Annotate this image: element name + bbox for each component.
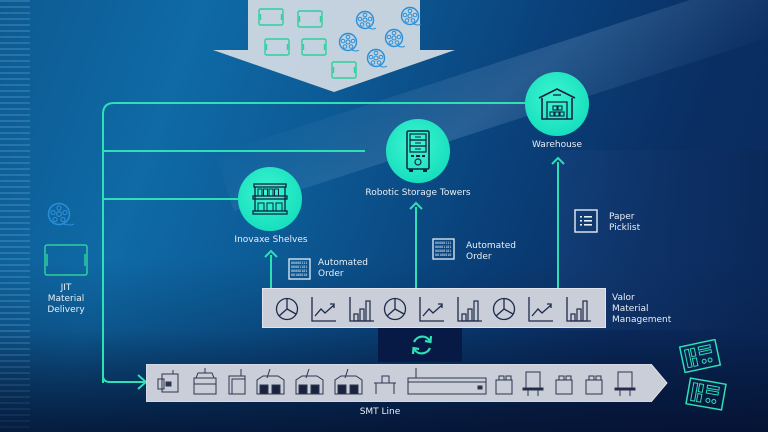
pcb-icon bbox=[678, 339, 722, 373]
bar-chart-icon bbox=[349, 297, 374, 322]
bar-chart-icon bbox=[457, 297, 482, 322]
arrow-up-icon bbox=[409, 201, 423, 210]
shelves-icon bbox=[252, 183, 288, 215]
valor-management-label: Valor Material Management bbox=[612, 293, 672, 325]
svg-text:00001101: 00001101 bbox=[291, 265, 307, 269]
line-chart-icon bbox=[528, 297, 553, 322]
paper-picklist-label: Paper Picklist bbox=[609, 212, 641, 233]
automated-order-2-label: Automated Order bbox=[466, 241, 516, 262]
warehouse-label: Warehouse bbox=[531, 140, 583, 150]
line-chart-icon bbox=[311, 297, 336, 322]
connector-valor-inovaxe bbox=[270, 255, 272, 289]
svg-text:00100010: 00100010 bbox=[291, 273, 307, 277]
tray-icon bbox=[331, 61, 357, 79]
aoi-machine-icon bbox=[555, 375, 573, 395]
reel-icon bbox=[366, 48, 388, 68]
pie-chart-icon bbox=[492, 297, 516, 321]
connector-inovaxe bbox=[103, 198, 241, 200]
robotic-storage-label: Robotic Storage Towers bbox=[365, 188, 471, 198]
warehouse-node[interactable] bbox=[525, 72, 589, 136]
tray-icon bbox=[264, 38, 290, 56]
pcb-icon bbox=[685, 377, 727, 411]
incoming-material-arrow bbox=[213, 0, 455, 92]
reel-icon bbox=[384, 28, 406, 48]
connector-valor-robotic bbox=[415, 207, 417, 289]
placement-machine-icon bbox=[295, 368, 324, 395]
arrow-up-icon bbox=[264, 249, 278, 258]
reflow-oven-icon bbox=[407, 368, 487, 395]
background-shelving bbox=[0, 0, 30, 432]
svg-text:00000111: 00000111 bbox=[291, 261, 307, 265]
tray-icon bbox=[297, 10, 323, 28]
placement-machine-icon bbox=[256, 368, 285, 395]
printer-machine-icon bbox=[157, 370, 179, 393]
line-chart-icon bbox=[419, 297, 444, 322]
svg-text:00000101: 00000101 bbox=[291, 269, 307, 273]
list-icon bbox=[574, 209, 598, 233]
sync-panel bbox=[378, 328, 462, 362]
aoi-machine-icon bbox=[495, 375, 513, 395]
jit-feed-bracket bbox=[102, 102, 160, 383]
reel-icon bbox=[355, 10, 377, 30]
arrow-up-icon bbox=[551, 156, 565, 165]
reel-icon bbox=[47, 202, 75, 226]
svg-text:00001101: 00001101 bbox=[435, 245, 451, 249]
smt-line-label: SMT Line bbox=[359, 407, 401, 417]
tray-icon bbox=[44, 244, 88, 276]
tray-icon bbox=[301, 38, 327, 56]
connector-warehouse bbox=[160, 102, 530, 104]
warehouse-icon bbox=[538, 88, 576, 120]
conveyor-icon bbox=[614, 371, 636, 396]
pie-chart-icon bbox=[275, 297, 299, 321]
svg-text:00000111: 00000111 bbox=[435, 241, 451, 245]
inovaxe-shelves-label: Inovaxe Shelves bbox=[234, 235, 308, 245]
smt-line-bar[interactable] bbox=[146, 364, 668, 402]
svg-text:00000101: 00000101 bbox=[435, 249, 451, 253]
placement-machine-icon bbox=[334, 368, 363, 395]
svg-text:00100010: 00100010 bbox=[435, 253, 451, 257]
robotic-storage-node[interactable] bbox=[386, 119, 450, 183]
connector-robotic-storage bbox=[103, 150, 365, 152]
placement-machine-icon bbox=[228, 369, 246, 395]
reel-icon bbox=[400, 6, 422, 26]
spi-machine-icon bbox=[193, 368, 217, 395]
arrow-into-smt-line bbox=[102, 370, 148, 390]
inovaxe-shelves-node[interactable] bbox=[238, 167, 302, 231]
storage-tower-icon bbox=[406, 130, 430, 172]
sync-icon[interactable] bbox=[409, 332, 435, 358]
tray-icon bbox=[258, 8, 284, 26]
automated-order-1-label: Automated Order bbox=[318, 258, 368, 279]
jit-delivery-label: JIT Material Delivery bbox=[47, 283, 85, 315]
workbench-icon bbox=[374, 375, 396, 394]
pie-chart-icon bbox=[383, 297, 407, 321]
connector-valor-warehouse bbox=[557, 162, 559, 289]
bar-chart-icon bbox=[566, 297, 591, 322]
conveyor-icon bbox=[522, 371, 544, 396]
reel-icon bbox=[338, 32, 360, 52]
valor-management-bar[interactable] bbox=[262, 288, 606, 328]
aoi-machine-icon bbox=[585, 375, 603, 395]
